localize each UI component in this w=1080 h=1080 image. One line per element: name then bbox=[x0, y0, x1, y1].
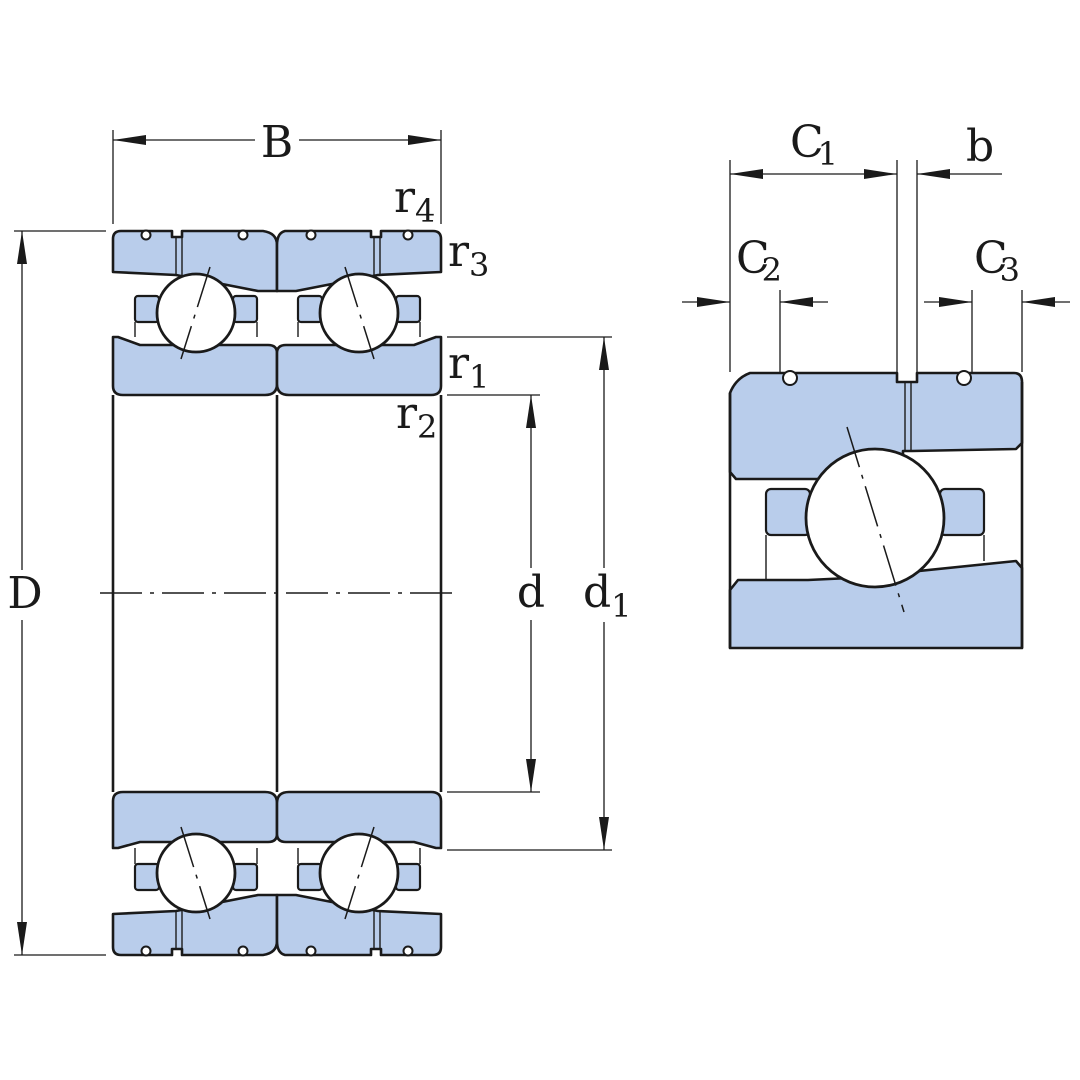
inner-ring bbox=[275, 790, 443, 850]
top-right-bearing bbox=[275, 229, 443, 397]
ball bbox=[155, 272, 237, 354]
detail-outer-ring bbox=[728, 371, 1024, 481]
ball bbox=[155, 832, 237, 914]
label-r1: r1 bbox=[448, 338, 489, 396]
inner-ring bbox=[111, 335, 279, 397]
dimension-lines bbox=[14, 130, 612, 956]
label-d: d bbox=[517, 567, 545, 618]
bottom-right-bearing bbox=[275, 790, 443, 957]
dimension-labels: B r4 r3 r1 r2 D d d1 C1 b C2 C3 bbox=[7, 117, 1020, 625]
top-left-bearing bbox=[111, 229, 279, 397]
detail-section bbox=[728, 370, 1024, 650]
label-r4: r4 bbox=[394, 172, 435, 230]
detail-dimension-lines bbox=[682, 160, 1070, 372]
label-b: b bbox=[966, 121, 994, 172]
outer-ring bbox=[275, 229, 443, 293]
detail-groove-right bbox=[956, 370, 972, 386]
label-r2: r2 bbox=[396, 388, 437, 446]
label-B: B bbox=[261, 117, 293, 168]
label-C1: C1 bbox=[790, 117, 838, 173]
detail-groove-left bbox=[782, 370, 798, 386]
bottom-left-bearing bbox=[111, 790, 279, 957]
outer-ring bbox=[275, 893, 443, 957]
label-d1: d1 bbox=[583, 567, 632, 625]
label-r3: r3 bbox=[448, 226, 489, 284]
label-D: D bbox=[7, 568, 42, 619]
inner-ring bbox=[111, 790, 279, 850]
label-C2: C2 bbox=[736, 233, 782, 289]
label-C3: C3 bbox=[974, 233, 1020, 289]
ball bbox=[318, 272, 400, 354]
inner-ring bbox=[275, 335, 443, 397]
bearing-pair-section bbox=[100, 229, 458, 957]
ball bbox=[318, 832, 400, 914]
